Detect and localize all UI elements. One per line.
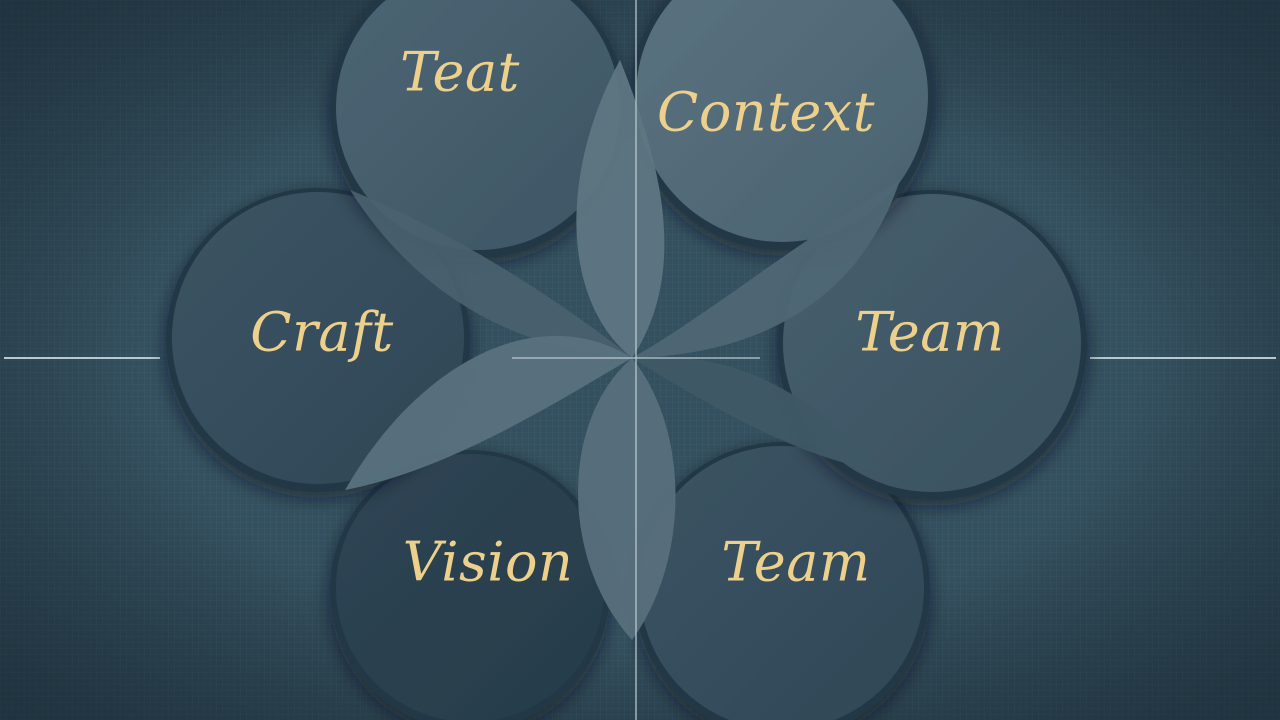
fold-lower-right [632,356,880,470]
petal-right [777,190,1087,500]
fold-top [576,60,665,358]
fold-upper-right [632,180,900,358]
label-bottom-right: Team [721,531,870,594]
petal-top-left [330,0,626,258]
label-top-left: Teat [400,41,520,104]
label-left: Craft [250,301,394,364]
center-folds [345,60,900,640]
label-right: Team [855,301,1004,364]
petal-left [166,188,470,492]
fold-lower-left [345,335,632,490]
label-bottom-left: Vision [403,531,574,594]
fold-bottom [578,358,676,640]
petal-bottom-left [330,450,610,720]
petal-top-right [630,0,934,250]
fold-upper-left [350,190,632,358]
label-top-right: Context [657,81,875,144]
petal-bottom-right [634,442,930,720]
